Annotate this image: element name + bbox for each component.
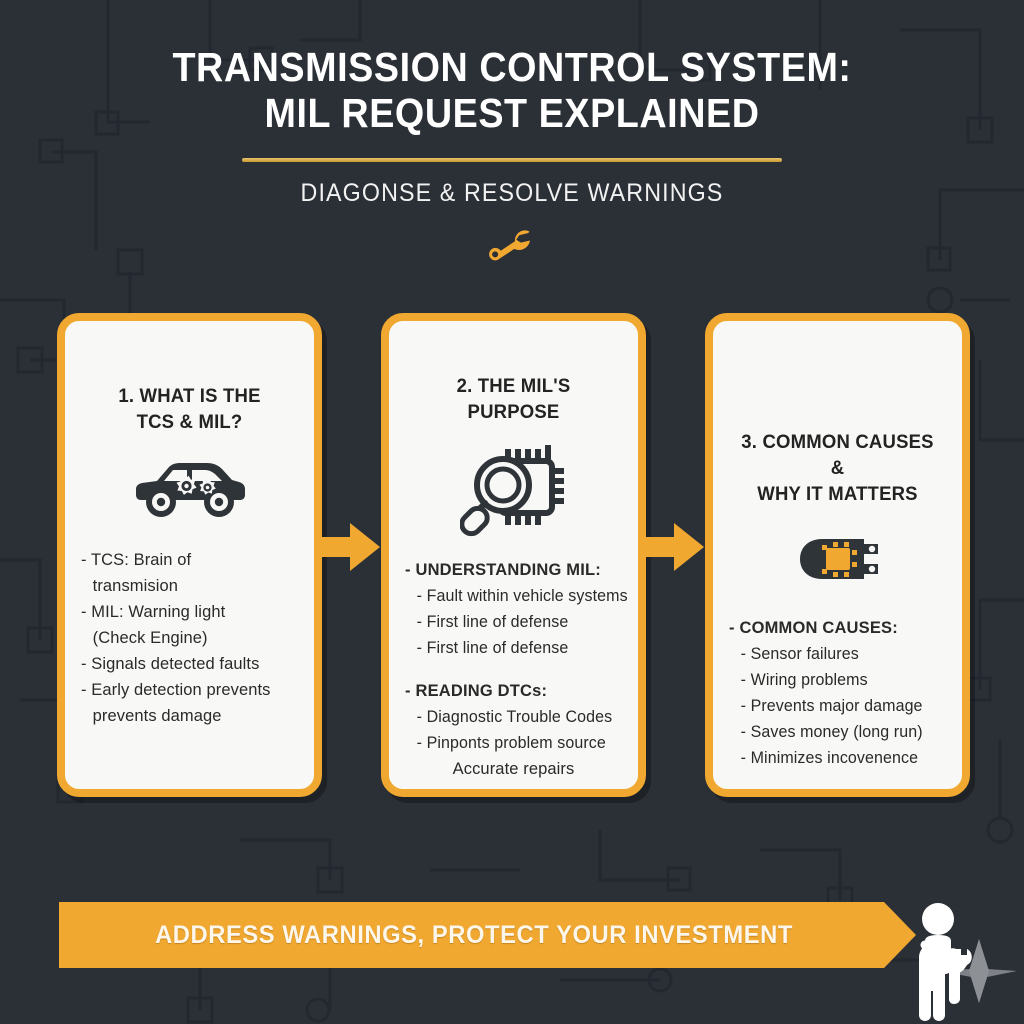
- bullet: prevents damage: [92, 706, 222, 725]
- arrow-right-icon-2: [640, 523, 704, 571]
- step-card-3-heading: 3. COMMON CAUSES & WHY IT MATTERS: [733, 429, 943, 507]
- step-card-2-heading-line1: 2. THE MIL'S PURPOSE: [456, 375, 571, 423]
- title-divider: [242, 158, 782, 162]
- bullet: - Saves money (long run): [740, 723, 923, 741]
- bullet: - COMMON CAUSES:: [729, 618, 898, 637]
- step-card-2[interactable]: 2. THE MIL'S PURPOSE - UNDER: [381, 313, 646, 797]
- step-card-1-body: - TCS: Brain of transmision - MIL: Warni…: [79, 547, 300, 729]
- step-card-3-body: - COMMON CAUSES: - Sensor failures - Wir…: [727, 615, 948, 771]
- sensor-connector-icon: [793, 534, 878, 584]
- footer-banner-text: ADDRESS WARNINGS, PROTECT YOUR INVESTMEN…: [155, 920, 793, 949]
- bullet: - Minimizes incovenence: [740, 749, 919, 767]
- bullet: - Prevents major damage: [740, 697, 923, 715]
- magnifier-chip-icon: [459, 445, 564, 537]
- wrench-icon: [489, 230, 531, 261]
- footer: ADDRESS WARNINGS, PROTECT YOUR INVESTMEN…: [0, 897, 1024, 1024]
- bullet: transmision: [92, 576, 179, 595]
- bullet: (Check Engine): [92, 628, 208, 647]
- bullet: - UNDERSTANDING MIL:: [405, 560, 601, 579]
- step-card-3-heading-line1: 3. COMMON CAUSES &: [741, 431, 934, 479]
- step-card-3-heading-line2: WHY IT MATTERS: [757, 483, 918, 505]
- step-card-1-heading-line2: TCS & MIL?: [136, 411, 243, 433]
- bullet: - Wiring problems: [740, 671, 868, 689]
- bullet: - Early detection prevents: [81, 680, 271, 699]
- bullet: - Sensor failures: [740, 645, 859, 663]
- footer-ribbon-shape: [59, 902, 916, 968]
- bullet: Accurate repairs: [452, 760, 575, 778]
- step-card-2-heading: 2. THE MIL'S PURPOSE: [409, 373, 619, 425]
- step-card-1-icon-wrap: [79, 453, 300, 529]
- bullet: - Pinponts problem source: [416, 734, 606, 752]
- bullet: - First line of defense: [416, 613, 569, 631]
- step-card-2-icon-wrap: [403, 439, 624, 543]
- step-card-2-body: - UNDERSTANDING MIL: - Fault within vehi…: [403, 557, 628, 782]
- bullet: - First line of defense: [416, 639, 569, 657]
- bullet: - Signals detected faults: [81, 654, 260, 673]
- step-card-3-icon-wrap: [727, 523, 948, 595]
- page-title-line1: TRANSMISSION CONTROL SYSTEM:: [172, 44, 852, 90]
- mechanic-figure-icon: [919, 903, 1017, 1021]
- arrow-right-icon-1: [316, 523, 380, 571]
- step-card-3[interactable]: 3. COMMON CAUSES & WHY IT MATTERS: [705, 313, 970, 797]
- bullet: - Diagnostic Trouble Codes: [416, 708, 613, 726]
- header-icon-wrap: [0, 222, 1024, 272]
- bullet: - READING DTCs:: [405, 681, 548, 700]
- page-subtitle: DIAGONSE & RESOLVE WARNINGS: [300, 179, 724, 207]
- header: TRANSMISSION CONTROL SYSTEM: MIL REQUEST…: [0, 0, 1024, 272]
- bullet: - MIL: Warning light: [81, 602, 226, 621]
- step-card-1-heading-line1: 1. WHAT IS THE: [118, 385, 261, 407]
- bullet: - TCS: Brain of: [81, 550, 192, 569]
- step-card-1-heading: 1. WHAT IS THE TCS & MIL?: [85, 383, 295, 435]
- step-card-1[interactable]: 1. WHAT IS THE TCS & MIL?: [57, 313, 322, 797]
- page-title-line2: MIL REQUEST EXPLAINED: [264, 90, 760, 136]
- bullet: - Fault within vehicle systems: [416, 587, 628, 605]
- steps-container: 1. WHAT IS THE TCS & MIL?: [0, 313, 1024, 797]
- car-with-gears-icon: [135, 463, 245, 517]
